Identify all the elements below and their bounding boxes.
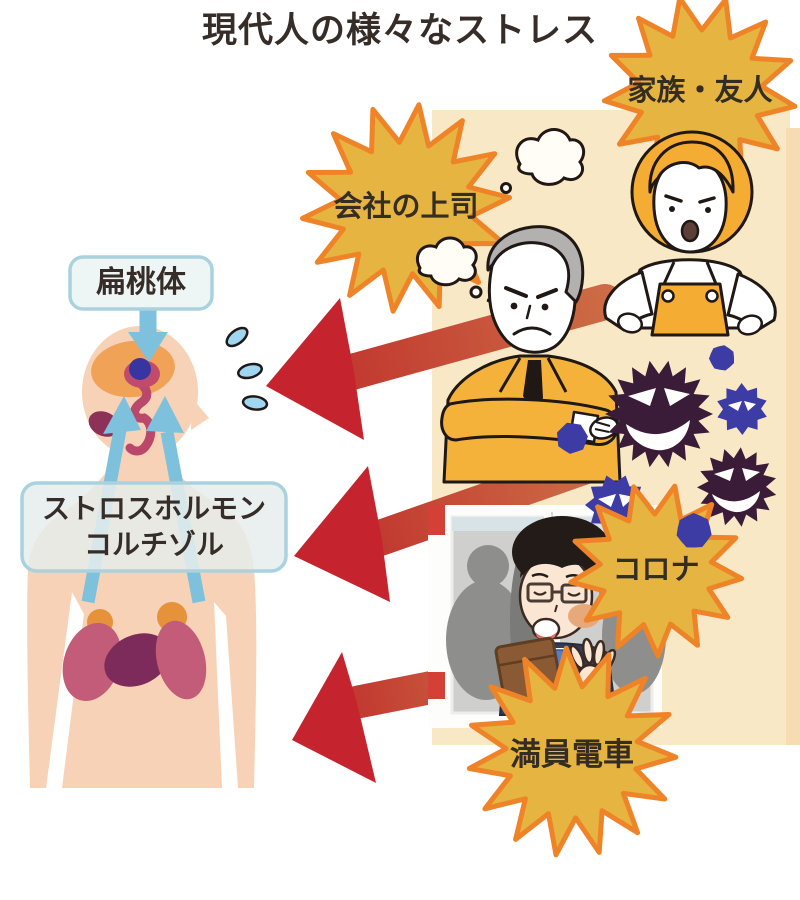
woman-eyebrows <box>664 194 716 204</box>
boss-frown <box>512 326 552 336</box>
virus-blue-icon <box>717 383 767 435</box>
woman-arm-left <box>603 270 654 332</box>
hormone-label-box <box>20 481 288 573</box>
amygdala-label-box <box>68 255 214 311</box>
blue-arrow-head-right <box>146 396 184 433</box>
virus-dark-small-icon <box>697 447 777 527</box>
steam-puff-icon <box>415 236 478 287</box>
boss-face <box>487 240 577 354</box>
woman-fringe <box>648 140 735 194</box>
virus-blob-icon <box>676 513 712 548</box>
red-arrow-head-3 <box>292 652 376 783</box>
kidney-left <box>62 622 122 702</box>
organ-center <box>104 633 170 687</box>
red-arrow-head-2 <box>294 466 390 602</box>
steam-puff-icons <box>415 128 586 309</box>
woman-fist-left <box>617 312 643 334</box>
woman-arm-right <box>726 272 777 333</box>
brainstem <box>125 375 156 456</box>
woman-fist-right <box>737 314 763 336</box>
woman-mouth <box>680 219 700 243</box>
virus-eyes <box>628 388 690 406</box>
amygdala-dot <box>129 358 151 380</box>
virus-blob-icon <box>709 345 734 371</box>
passenger-silhouette <box>467 545 509 587</box>
train-stripe-top <box>428 505 445 535</box>
virus-blob-icon <box>557 422 588 454</box>
boss-hair <box>486 225 585 304</box>
arm-gap-right <box>214 602 238 788</box>
nose <box>191 398 209 430</box>
boss-eyebrows <box>504 286 558 299</box>
starburst-crowded-train <box>466 645 679 858</box>
sweat-drops-icon <box>225 326 269 411</box>
woman-character <box>603 130 777 337</box>
virus-grin <box>626 420 690 451</box>
organs <box>62 602 207 702</box>
virus-dark-large-icon <box>605 360 713 468</box>
beige-panel-edge <box>786 128 800 745</box>
blue-arrow-head-left <box>103 396 141 434</box>
kidney-right <box>155 620 207 700</box>
virus-cluster <box>557 345 777 535</box>
train-stripe-bottom <box>428 672 445 699</box>
red-arrow-head-1 <box>266 298 364 440</box>
steam-puff-icon <box>515 128 586 186</box>
blue-arrow-head-down <box>128 332 168 362</box>
train-man-closed-eyes <box>533 591 581 597</box>
